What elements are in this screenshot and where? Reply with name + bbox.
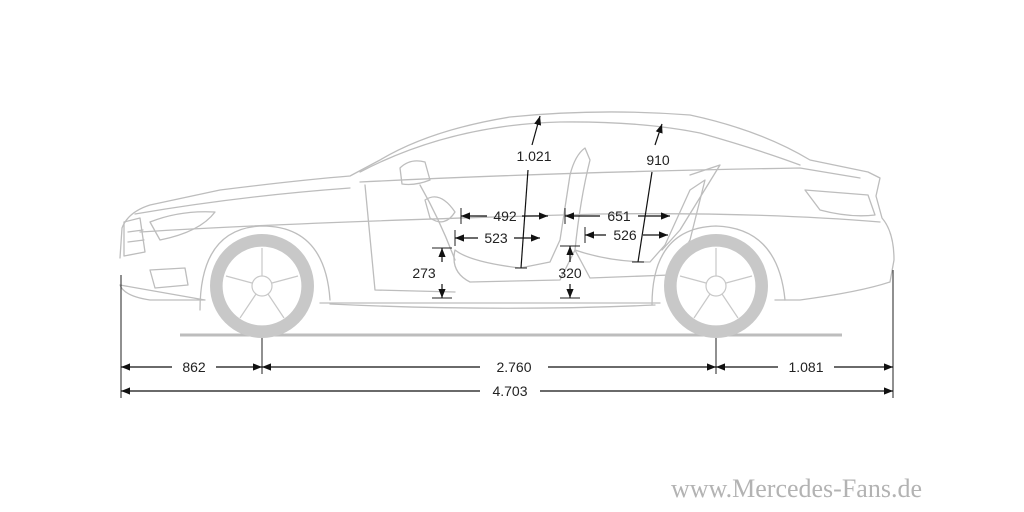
front-wheel-arch bbox=[199, 225, 331, 311]
front-vent bbox=[149, 267, 189, 289]
watermark-text: www.Mercedes-Fans.de bbox=[671, 474, 922, 503]
front-headroom-label: 1.021 bbox=[516, 148, 551, 164]
front-headroom-arrow-upper bbox=[531, 115, 542, 146]
dimension-lines bbox=[120, 115, 894, 398]
rear-overhang-label: 1.081 bbox=[788, 359, 823, 375]
front-grille bbox=[123, 217, 146, 257]
wheelbase-label: 2.760 bbox=[496, 359, 531, 375]
car-silhouette bbox=[119, 111, 895, 338]
side-mirror bbox=[399, 160, 431, 186]
front-seat-height-label: 273 bbox=[412, 265, 436, 281]
front-seat-lower-label: 523 bbox=[484, 230, 508, 246]
rear-seat-upper-label: 651 bbox=[607, 208, 631, 224]
car-character-line bbox=[139, 213, 881, 233]
car-hood-line bbox=[134, 187, 351, 215]
headlight bbox=[149, 211, 216, 241]
rear-headroom-arrow-lower bbox=[637, 171, 653, 263]
rear-headroom-arrow-upper bbox=[654, 123, 663, 146]
dimension-labels: 862 2.760 1.081 4.703 1.021 910 492 523 … bbox=[182, 148, 823, 399]
rear-seat-lower-label: 526 bbox=[613, 227, 637, 243]
rear-wheel-arch bbox=[651, 225, 786, 306]
overall-length-label: 4.703 bbox=[492, 383, 527, 399]
rear-headroom-label: 910 bbox=[646, 152, 670, 168]
front-overhang-label: 862 bbox=[182, 359, 206, 375]
rear-seat-height-label: 320 bbox=[558, 265, 582, 281]
steering-wheel bbox=[424, 196, 456, 223]
front-seat-upper-label: 492 bbox=[493, 208, 517, 224]
car-body-outline bbox=[119, 111, 895, 304]
front-headroom-arrow-lower bbox=[520, 169, 529, 269]
front-wheel bbox=[210, 234, 314, 338]
car-belt-line bbox=[359, 167, 861, 183]
rear-wheel bbox=[664, 234, 768, 338]
car-roof-line bbox=[359, 121, 801, 173]
taillight bbox=[804, 189, 876, 217]
car-sill-line bbox=[329, 303, 656, 309]
front-seat bbox=[453, 147, 591, 283]
open-door-frame bbox=[364, 184, 456, 293]
